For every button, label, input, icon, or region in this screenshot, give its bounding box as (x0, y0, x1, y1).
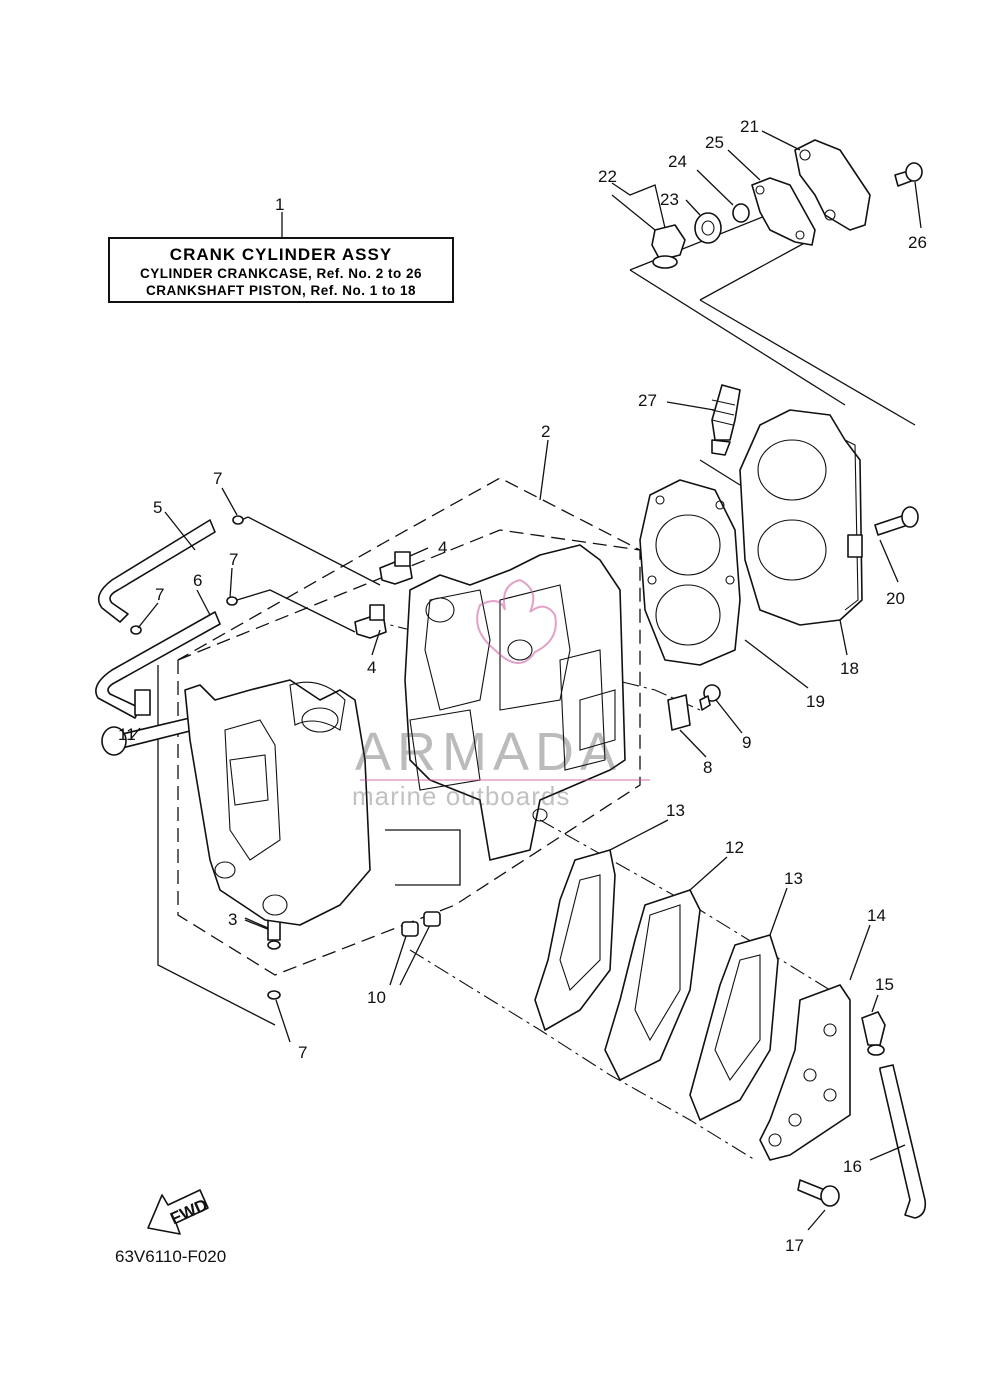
callout-14: 14 (867, 906, 886, 925)
callout-12: 12 (725, 838, 744, 857)
callout-18: 18 (840, 659, 859, 678)
leader-3 (244, 919, 271, 931)
callout-3: 3 (228, 910, 237, 929)
gasket-part-13-left (534, 849, 616, 1031)
gasket-part-25 (751, 177, 816, 246)
oring-part-7-bottom (267, 990, 281, 1000)
callout-10: 10 (367, 988, 386, 1007)
head-gasket-part-19 (639, 479, 741, 666)
callout-7-top: 7 (213, 469, 222, 488)
bolt-part-17 (797, 1179, 840, 1207)
fitting-part-4-lower (354, 604, 387, 639)
leader-7-top (236, 516, 381, 586)
callout-6: 6 (193, 571, 202, 590)
oring-part-7-c (130, 625, 142, 635)
leader-7-mid (236, 589, 356, 633)
callout-1: 1 (275, 195, 284, 214)
callout-7-left: 7 (155, 585, 164, 604)
gasket-part-13-right (689, 934, 779, 1121)
watermark-subtitle: marine outboards (352, 781, 570, 811)
centerline-gasket (409, 949, 756, 1161)
callout-13-right: 13 (784, 869, 803, 888)
callout-4-upper: 4 (438, 538, 447, 557)
crankcase-lower-half (184, 679, 371, 926)
cover-part-21 (794, 139, 871, 231)
callout-9: 9 (742, 733, 751, 752)
callout-20: 20 (886, 589, 905, 608)
fitting-part-15 (861, 1011, 886, 1056)
clip-part-8 (667, 694, 691, 731)
exhaust-cover-part-14 (759, 984, 851, 1161)
leader-10 (389, 924, 431, 986)
callout-4-lower: 4 (367, 658, 376, 677)
callout-21: 21 (740, 117, 759, 136)
cylinder-block (404, 544, 626, 861)
callout-11: 11 (118, 725, 136, 744)
seal-part-23 (694, 212, 722, 244)
oring-part-7-b (226, 596, 238, 606)
fitting-part-4-upper (379, 551, 413, 585)
fwd-arrow-icon: FWD (147, 1189, 211, 1235)
pin-part-3 (267, 919, 281, 950)
watermark: ARMADA marine outboards (352, 578, 650, 811)
crank-cylinder-assy-box: CRANK CYLINDER ASSY CYLINDER CRANKCASE, … (108, 237, 454, 303)
leader-11-bracket (157, 665, 276, 1026)
callout-23: 23 (660, 190, 679, 209)
callout-25: 25 (705, 133, 724, 152)
hose-part-16 (879, 1064, 927, 1219)
washer-part-24 (732, 203, 750, 223)
callout-15: 15 (875, 975, 894, 994)
crankcase-assembly-outline (177, 477, 641, 976)
callout-8: 8 (703, 758, 712, 777)
callout-leaders (129, 130, 922, 1231)
screw-part-9 (699, 684, 721, 711)
callout-22: 22 (598, 167, 617, 186)
watermark-brand: ARMADA (355, 722, 622, 782)
callout-5: 5 (153, 498, 162, 517)
bolt-part-20 (874, 506, 919, 536)
elbow-part-11 (134, 689, 151, 716)
bolt-part-26 (894, 162, 923, 187)
callout-7-mid: 7 (229, 550, 238, 569)
callout-24: 24 (668, 152, 687, 171)
watermark-logo-icon (476, 578, 557, 664)
leader-bracket-10-13 (385, 829, 461, 886)
spark-plug-part-27 (711, 384, 741, 456)
callout-16: 16 (843, 1157, 862, 1176)
leader-27 (699, 459, 741, 486)
callout-19: 19 (806, 692, 825, 711)
callout-2: 2 (541, 422, 550, 441)
plate-part-12 (604, 889, 701, 1081)
crankcase-inner-outline (177, 529, 641, 661)
callout-7-bottom: 7 (298, 1043, 307, 1062)
kit-line-crankshaft: CRANKSHAFT PISTON, Ref. No. 1 to 18 (145, 283, 417, 298)
kit-line-cylinder: CYLINDER CRANKCASE, Ref. No. 2 to 26 (139, 266, 423, 281)
oring-part-7-a (232, 515, 244, 525)
callout-27: 27 (638, 391, 657, 410)
cylinder-head-part-18 (739, 409, 863, 626)
diagram-code: 63V6110-F020 (115, 1247, 226, 1266)
hose-part-5 (97, 519, 216, 623)
callout-labels: 1 2 3 4 4 5 6 7 7 7 7 8 9 10 11 12 13 13… (118, 117, 927, 1255)
callout-26: 26 (908, 233, 927, 252)
callout-13-left: 13 (666, 801, 685, 820)
dowel-part-10 (401, 911, 441, 937)
thermostat-part-22 (651, 224, 686, 269)
kit-title: CRANK CYLINDER ASSY (169, 245, 393, 264)
callout-17: 17 (785, 1236, 804, 1255)
